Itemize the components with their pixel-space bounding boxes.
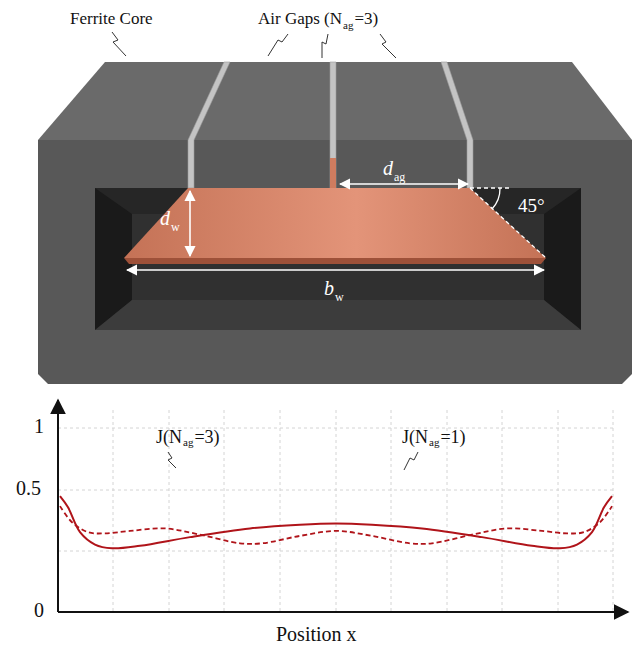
part-label: Air Gaps (N	[258, 10, 342, 27]
winding-center	[330, 158, 336, 188]
dimension-label: d	[160, 208, 170, 228]
window-floor	[95, 300, 581, 330]
angle-arc	[492, 188, 500, 209]
curve-label: =3)	[194, 428, 219, 446]
dimension-label: b	[324, 278, 334, 298]
leader-line	[404, 452, 418, 470]
core-window	[95, 188, 581, 330]
plot-grid	[58, 410, 614, 612]
axis-tick: 0	[34, 600, 44, 620]
core-front-face	[38, 140, 632, 384]
axis-tick: 0.5	[16, 478, 41, 498]
curve-three-gaps	[60, 506, 612, 544]
dimension-arrow	[189, 191, 191, 256]
air-gap	[441, 62, 473, 188]
part-label: Ferrite Core	[70, 10, 153, 27]
leader-line	[168, 452, 176, 468]
y-axis	[57, 400, 59, 612]
dimension-arrow	[340, 183, 468, 185]
dimension-arrow	[127, 269, 544, 271]
subscript: ag	[394, 171, 405, 183]
leader-line	[268, 34, 288, 56]
curve-single-gap	[60, 496, 612, 548]
curve-label: =1)	[440, 428, 465, 446]
leader-line	[380, 34, 396, 58]
curve-label: J(N	[402, 428, 428, 446]
copper-winding	[124, 188, 546, 258]
subscript: ag	[343, 20, 353, 31]
air-gap	[188, 62, 230, 188]
x-axis	[58, 611, 628, 613]
part-label: =3)	[354, 10, 378, 27]
dimension-label: d	[383, 158, 393, 178]
copper-edge	[124, 258, 546, 264]
angle-line	[470, 187, 512, 188]
subscript: w	[171, 221, 180, 233]
subscript: ag	[429, 437, 439, 448]
leader-line	[112, 32, 126, 56]
angle-label: 45°	[518, 196, 545, 215]
axis-title: Position x	[276, 624, 357, 644]
angle-line	[470, 188, 546, 258]
subscript: w	[335, 291, 344, 303]
plot-curves	[60, 496, 612, 548]
air-gap	[330, 62, 336, 188]
curve-label: J(N	[156, 428, 182, 446]
axis-tick: 1	[34, 416, 44, 436]
leader-line	[322, 34, 328, 58]
subscript: ag	[183, 437, 193, 448]
